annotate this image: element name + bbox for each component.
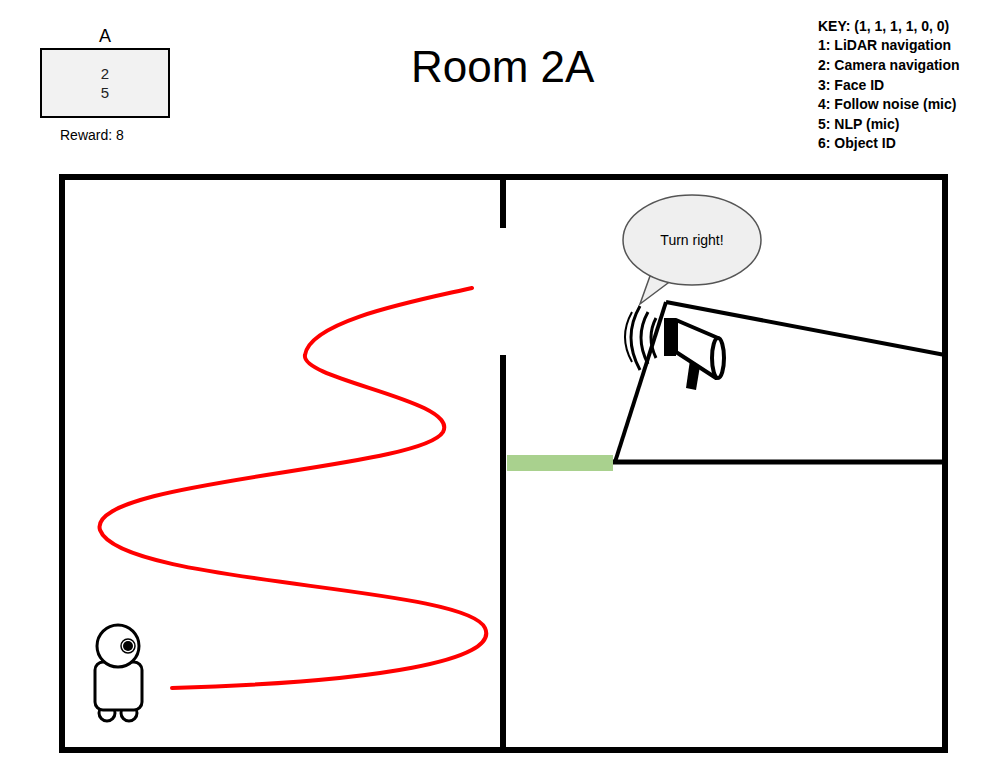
key-heading: KEY: (1, 1, 1, 1, 0, 0) [818, 18, 949, 35]
megaphone-icon [625, 306, 724, 390]
box-number: 5 [101, 83, 109, 102]
key-entry: 6: Object ID [818, 135, 896, 152]
bubble-text: Turn right! [660, 232, 723, 248]
wall [613, 460, 945, 465]
wall [500, 355, 506, 750]
reward-label: Reward: 8 [60, 127, 124, 144]
diagram-title: Room 2A [411, 42, 594, 92]
box-body: 25 [42, 50, 168, 116]
robot-path [100, 288, 487, 688]
key-entry: 4: Follow noise (mic) [818, 96, 956, 113]
sound-cone [615, 302, 666, 462]
key-entry: 5: NLP (mic) [818, 116, 899, 133]
robot-figure [95, 625, 142, 721]
reward-box: A25 [40, 48, 170, 118]
bubble-text-wrap: Turn right! [622, 194, 762, 286]
key-entry: 1: LiDAR navigation [818, 37, 951, 54]
outer-wall [62, 177, 945, 750]
wall [500, 177, 506, 228]
box-heading: A [42, 25, 168, 47]
speech-bubble: Turn right! [622, 194, 762, 286]
box-number: 2 [101, 64, 109, 83]
door-marker [507, 455, 613, 471]
key-entry: 2: Camera navigation [818, 57, 960, 74]
key-entry: 3: Face ID [818, 77, 884, 94]
